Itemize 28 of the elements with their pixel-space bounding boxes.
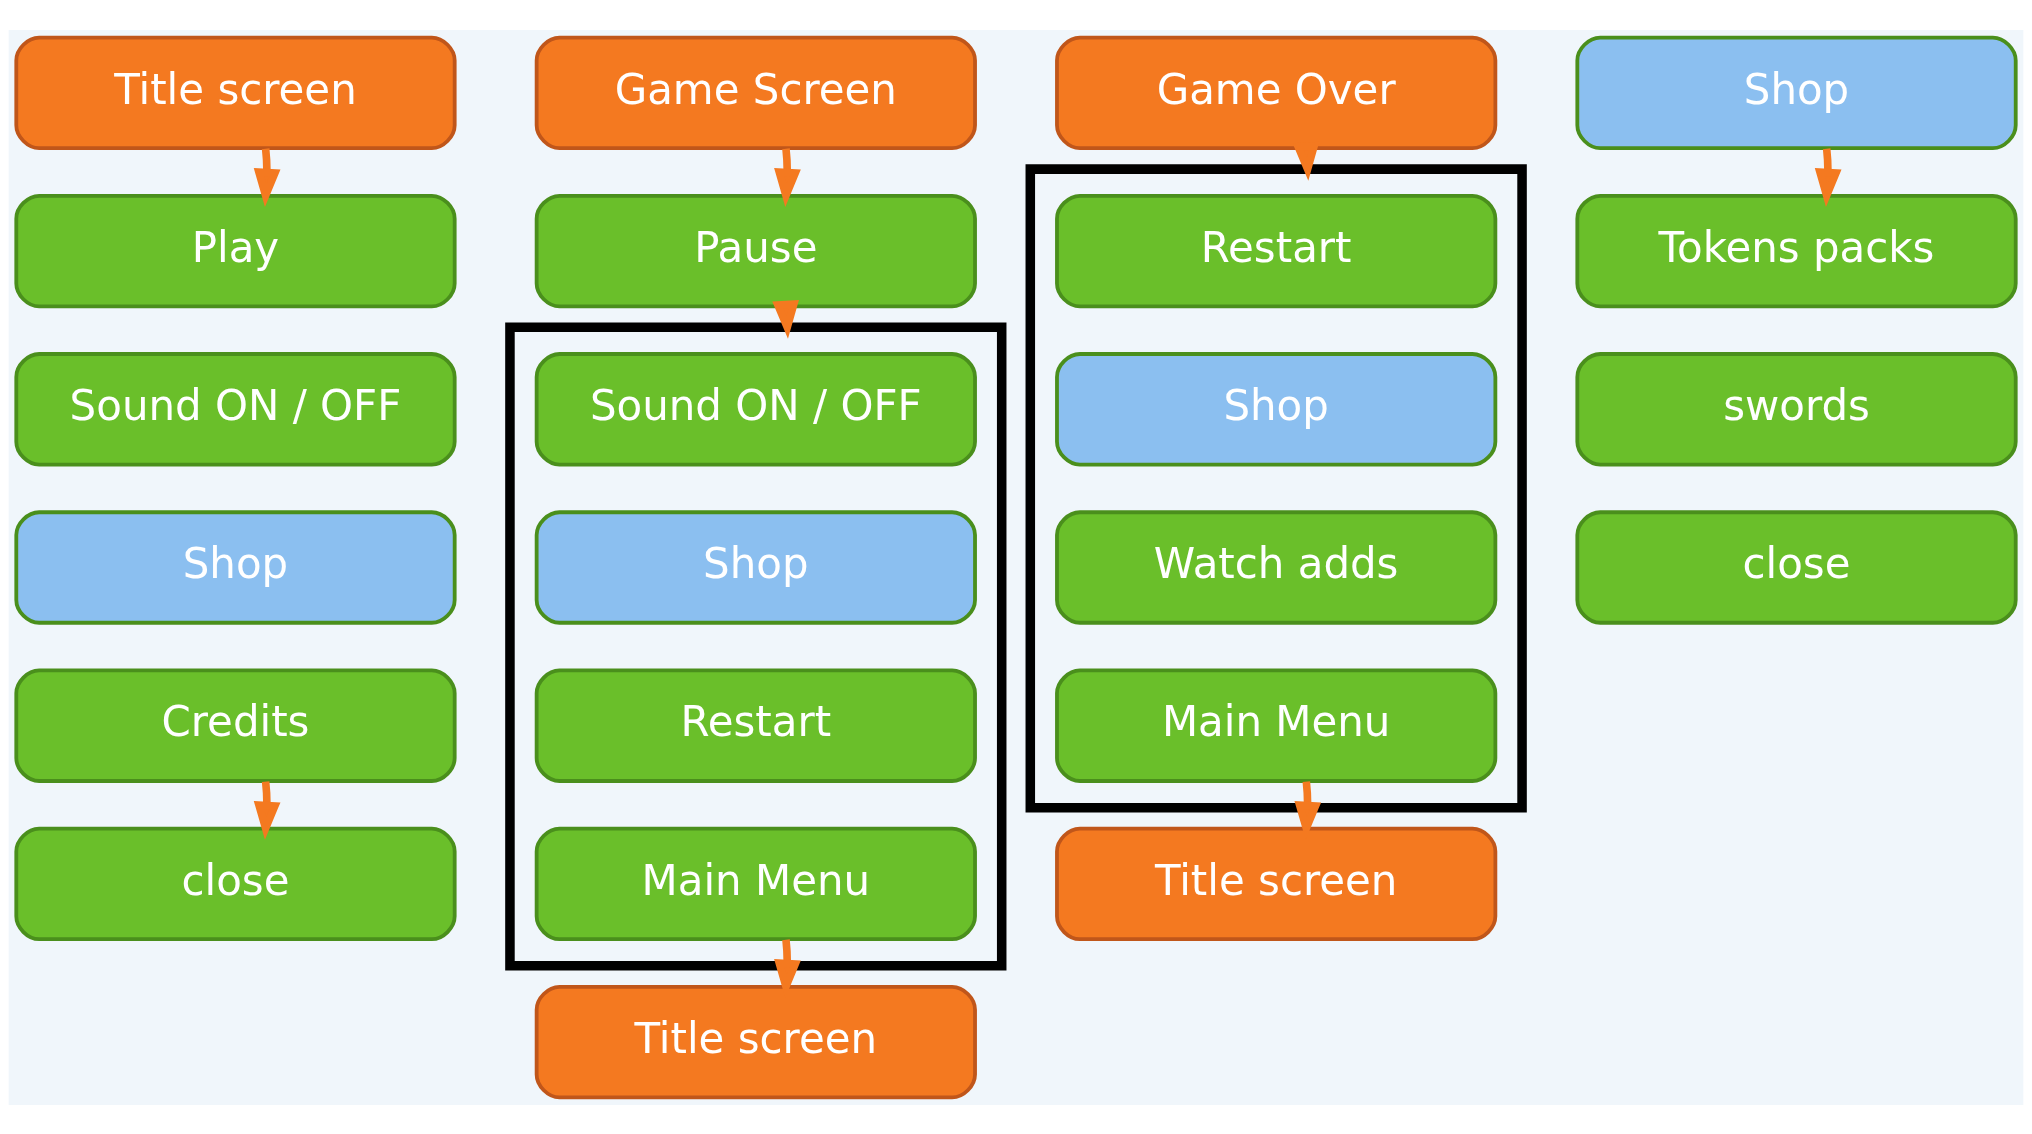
node-box: Main Menu [1055, 668, 1498, 783]
node-box: Title screen [534, 984, 977, 1099]
arrow [772, 299, 799, 339]
node-box: Play [14, 193, 457, 308]
node-box: swords [1575, 351, 2018, 466]
arrow [253, 780, 281, 840]
node-box: Tokens packs [1575, 193, 2018, 308]
node-box: Sound ON / OFF [534, 351, 977, 466]
node-box: Game Screen [534, 35, 977, 150]
node-box: Shop [534, 509, 977, 625]
node-box: Credits [14, 668, 457, 783]
cluster [1025, 163, 1527, 812]
cluster [505, 322, 1007, 971]
node-box: Watch adds [1055, 509, 1498, 625]
node-box: Sound ON / OFF [14, 351, 457, 466]
node-box: close [1575, 509, 2018, 625]
node-box: Shop [1575, 35, 2018, 150]
node-box: Restart [534, 668, 977, 783]
arrow [1814, 147, 1842, 207]
arrow [774, 147, 801, 207]
node-box: close [14, 826, 457, 941]
node-box: Shop [1055, 351, 1498, 466]
node-box: Shop [14, 509, 457, 625]
arrow [253, 147, 281, 207]
node-box: Restart [1055, 193, 1498, 308]
node-box: Title screen [1055, 826, 1498, 941]
node-box: Main Menu [534, 826, 977, 941]
node-box: Title screen [14, 35, 457, 150]
